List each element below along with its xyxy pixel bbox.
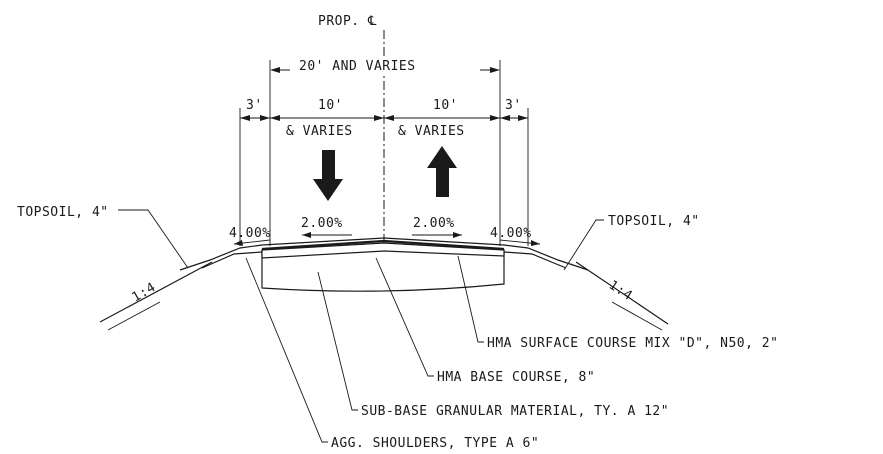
leader-topsoil-right bbox=[563, 219, 604, 271]
leader-topsoil-left bbox=[118, 209, 189, 269]
side-slope-offset-lines bbox=[107, 301, 663, 331]
traffic-arrow-up-icon bbox=[427, 146, 457, 197]
traffic-arrow-down-icon bbox=[313, 150, 343, 201]
leader-subbase bbox=[317, 271, 358, 411]
arrowhead bbox=[270, 67, 280, 73]
side-slope-lines bbox=[99, 261, 669, 325]
leader-shoulders bbox=[245, 257, 328, 443]
leader-base bbox=[375, 257, 434, 377]
overall-extension-lines bbox=[269, 60, 501, 246]
callout-agg-shoulders: AGG. SHOULDERS, TYPE A 6" bbox=[331, 436, 539, 451]
side-slope-left-ratio: 1:4 bbox=[130, 280, 159, 305]
callout-base-course: HMA BASE COURSE, 8" bbox=[437, 370, 595, 385]
slope-lane-right: 2.00% bbox=[413, 216, 455, 231]
shoulder-left-dimension: 3' bbox=[246, 98, 263, 113]
callout-topsoil-left: TOPSOIL, 4" bbox=[17, 205, 109, 220]
callout-topsoil-right: TOPSOIL, 4" bbox=[608, 214, 700, 229]
lane-left-dimension: 10' bbox=[318, 98, 343, 113]
slope-arrow-lines bbox=[233, 234, 541, 245]
callout-sub-base: SUB-BASE GRANULAR MATERIAL, TY. A 12" bbox=[361, 404, 669, 419]
shoulder-extension-lines bbox=[239, 108, 529, 246]
slope-shoulder-right: 4.00% bbox=[490, 226, 532, 241]
finished-grade-line bbox=[179, 237, 589, 271]
lane-left-varies: & VARIES bbox=[286, 124, 353, 139]
hma-base-layer bbox=[261, 242, 505, 259]
callout-surface-course: HMA SURFACE COURSE MIX "D", N50, 2" bbox=[487, 336, 778, 351]
shoulder-right-dimension: 3' bbox=[505, 98, 522, 113]
arrowhead bbox=[490, 67, 500, 73]
side-slope-right-ratio: 1:4 bbox=[606, 278, 635, 304]
leader-surface bbox=[457, 255, 484, 343]
lane-right-varies: & VARIES bbox=[398, 124, 465, 139]
slope-lane-left: 2.00% bbox=[301, 216, 343, 231]
sub-base-layer bbox=[261, 245, 505, 292]
lane-right-dimension: 10' bbox=[433, 98, 458, 113]
centerline-label: PROP. ℄ bbox=[318, 14, 377, 29]
shoulder-subgrade-line bbox=[201, 251, 567, 269]
slope-shoulder-left: 4.00% bbox=[229, 226, 271, 241]
overall-dimension-label: 20' AND VARIES bbox=[299, 59, 416, 74]
hma-surface-course bbox=[261, 239, 505, 251]
